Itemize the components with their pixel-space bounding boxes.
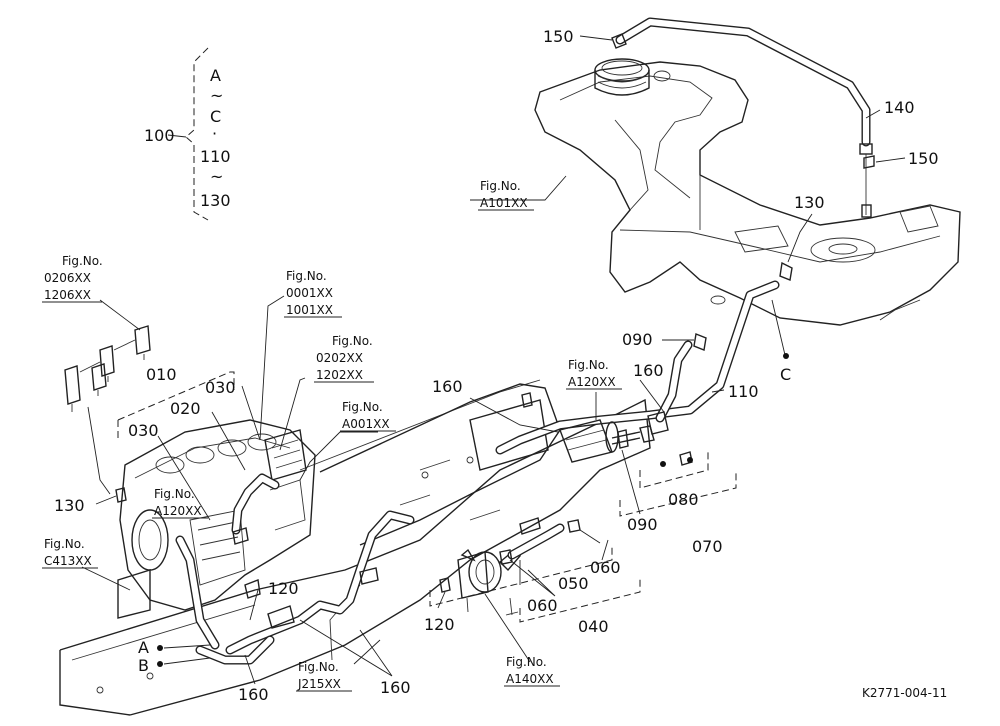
- fuel-hose-110: [495, 261, 793, 455]
- fuel-filter: [559, 411, 669, 463]
- fuel-hose-return: [175, 473, 415, 665]
- callout-040: 040: [578, 617, 609, 636]
- group-line-4: ·: [212, 124, 217, 143]
- callout-160: 160: [432, 377, 463, 396]
- fig-label: Fig.No.: [332, 334, 373, 348]
- callout-160: 160: [238, 685, 269, 704]
- fig-label: Fig.No.: [342, 400, 383, 414]
- fig-label: Fig.No.: [568, 358, 609, 372]
- group-line-3: C: [210, 107, 221, 126]
- callout-060: 060: [590, 558, 621, 577]
- callout-B: B: [138, 656, 149, 675]
- fig-label: Fig.No.: [480, 179, 521, 193]
- fig-code: A120XX: [568, 375, 616, 389]
- group-line-2: ~: [210, 86, 223, 105]
- fuel-tank: [534, 61, 961, 326]
- fig-label: Fig.No.: [298, 660, 339, 674]
- fuel-cap: [594, 58, 671, 96]
- engine-block: [119, 419, 316, 611]
- fig-label: Fig.No.: [62, 254, 103, 268]
- part-100-label: 100: [144, 126, 175, 145]
- fig-label: Fig.No.: [154, 487, 195, 501]
- callout-130: 130: [794, 193, 825, 212]
- callout-080: 080: [668, 490, 699, 509]
- callout-090: 090: [627, 515, 658, 534]
- leader-lines: [81, 35, 906, 685]
- callout-050: 050: [558, 574, 589, 593]
- callout-060: 060: [527, 596, 558, 615]
- fig-code: A140XX: [506, 672, 554, 686]
- fig-label: Fig.No.: [44, 537, 85, 551]
- group-line-1: A: [210, 66, 221, 85]
- callout-150: 150: [908, 149, 939, 168]
- fig-code: 1202XX: [316, 368, 363, 382]
- breather-pipe: [611, 17, 875, 218]
- group-brackets: [117, 47, 737, 623]
- figure-references: Fig.No. A101XX Fig.No. 0206XX 1206XX Fig…: [42, 179, 622, 692]
- fig-code: C413XX: [44, 554, 92, 568]
- fig-code: A101XX: [480, 196, 528, 210]
- fig-code: A001XX: [342, 417, 390, 431]
- fig-label: Fig.No.: [286, 269, 327, 283]
- callout-C: C: [780, 365, 791, 384]
- group-line-5: 110: [200, 147, 231, 166]
- callout-020: 020: [170, 399, 201, 418]
- callout-110: 110: [728, 382, 759, 401]
- frame-chassis: [59, 379, 651, 716]
- fig-code: J215XX: [297, 677, 341, 691]
- fig-code: 0202XX: [316, 351, 363, 365]
- fig-code: 1001XX: [286, 303, 333, 317]
- callout-140: 140: [884, 98, 915, 117]
- callout-130: 130: [54, 496, 85, 515]
- callout-A: A: [138, 638, 149, 657]
- group-line-7: 130: [200, 191, 231, 210]
- callout-160: 160: [633, 361, 664, 380]
- hose-050: [499, 517, 581, 565]
- callout-070: 070: [692, 537, 723, 556]
- callout-090: 090: [622, 330, 653, 349]
- fig-code: 0001XX: [286, 286, 333, 300]
- fig-code: 1206XX: [44, 288, 91, 302]
- callout-030: 030: [128, 421, 159, 440]
- callout-120: 120: [424, 615, 455, 634]
- callouts: 150 140 150 130 090 C 160 110 160 010 03…: [54, 27, 939, 704]
- callout-120: 120: [268, 579, 299, 598]
- callout-160: 160: [380, 678, 411, 697]
- bracket-group-100: 100 A ~ C · 110 ~ 130: [144, 66, 231, 210]
- fuel-pump: [457, 548, 522, 616]
- callout-010: 010: [146, 365, 177, 384]
- callout-150: 150: [543, 27, 574, 46]
- drawing-id: K2771-004-11: [862, 686, 947, 700]
- fig-code: 0206XX: [44, 271, 91, 285]
- group-line-6: ~: [210, 167, 223, 186]
- callout-030: 030: [205, 378, 236, 397]
- fig-code: A120XX: [154, 504, 202, 518]
- fig-label: Fig.No.: [506, 655, 547, 669]
- injector-nozzles: [64, 325, 151, 412]
